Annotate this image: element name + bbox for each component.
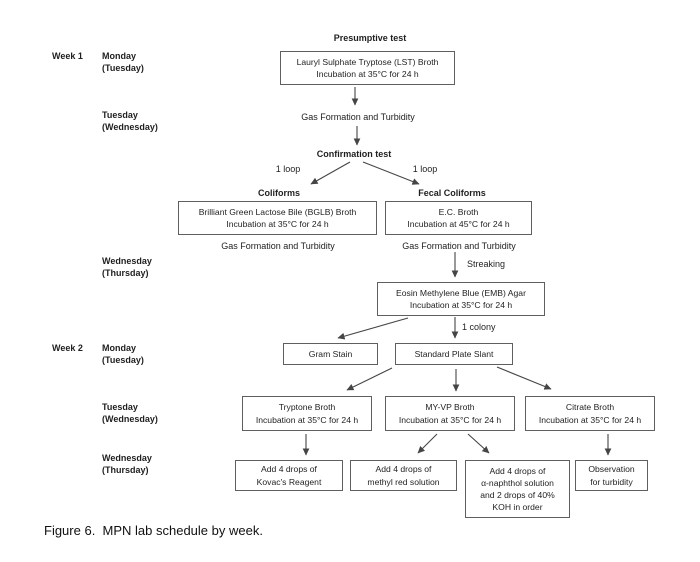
node-tryptone-broth: Tryptone Broth Incubation at 35°C for 24… <box>242 396 372 431</box>
node-text-line: Incubation at 35°C for 24 h <box>538 414 642 425</box>
node-ec-broth: E.C. Broth Incubation at 45°C for 24 h <box>385 201 532 235</box>
day-label: Wednesday(Thursday) <box>102 453 152 476</box>
label-streaking: Streaking <box>467 259 506 269</box>
alt-day-name: (Tuesday) <box>102 354 144 365</box>
day-label: Wednesday(Thursday) <box>102 256 152 279</box>
node-bglb-broth: Brilliant Green Lactose Bile (BGLB) Brot… <box>178 201 377 235</box>
alt-day-name: (Wednesday) <box>102 121 158 132</box>
label-one-colony: 1 colony <box>462 322 496 332</box>
node-text-line: Lauryl Sulphate Tryptose (LST) Broth <box>296 56 439 67</box>
node-observation-turbidity: Observation for turbidity <box>575 460 648 491</box>
label-gas-formation-left: Gas Formation and Turbidity <box>221 241 335 251</box>
node-citrate-broth: Citrate Broth Incubation at 35°C for 24 … <box>525 396 655 431</box>
label-gas-formation-top: Gas Formation and Turbidity <box>301 112 415 122</box>
arrow-confirmation-to-fecal <box>362 161 420 185</box>
node-gram-stain: Gram Stain <box>283 343 378 365</box>
arrow-myvp-to-methyl <box>417 433 438 454</box>
node-text-line: Standard Plate Slant <box>414 348 494 359</box>
node-text-line: methyl red solution <box>367 476 440 487</box>
day-label: Tuesday(Wednesday) <box>102 110 158 133</box>
arrow-std-to-tryptone <box>346 367 393 391</box>
node-text-line: and 2 drops of 40% <box>480 490 555 500</box>
node-myvp-broth: MY-VP Broth Incubation at 35°C for 24 h <box>385 396 515 431</box>
node-lst-broth: Lauryl Sulphate Tryptose (LST) Broth Inc… <box>280 51 455 85</box>
node-text-line: Add 4 drops of <box>375 464 432 475</box>
heading-presumptive-test: Presumptive test <box>333 33 407 43</box>
label-gas-formation-right: Gas Formation and Turbidity <box>402 241 516 251</box>
node-text-line: Citrate Broth <box>565 402 615 413</box>
arrow-myvp-to-naphthol <box>467 433 490 454</box>
day-label: Monday(Tuesday) <box>102 51 144 74</box>
figure-caption: Figure 6. MPN lab schedule by week. <box>44 523 263 538</box>
day-name: Wednesday <box>102 453 152 463</box>
node-text-line: Eosin Methylene Blue (EMB) Agar <box>396 287 526 298</box>
day-label: Monday(Tuesday) <box>102 343 144 366</box>
heading-coliforms: Coliforms <box>257 188 301 198</box>
node-text-line: Add 4 drops of <box>261 464 317 475</box>
alt-day-name: (Wednesday) <box>102 413 158 424</box>
label-one-loop-right: 1 loop <box>412 164 438 174</box>
alt-day-name: (Thursday) <box>102 267 149 278</box>
week-label: Week 1 <box>52 51 83 61</box>
node-emb-agar: Eosin Methylene Blue (EMB) Agar Incubati… <box>377 282 545 316</box>
node-text-line: Brilliant Green Lactose Bile (BGLB) Brot… <box>198 206 357 217</box>
day-name: Monday <box>102 51 137 61</box>
heading-fecal-coliforms: Fecal Coliforms <box>418 188 486 198</box>
day-name: Wednesday <box>102 256 152 266</box>
node-text-line: Incubation at 35°C for 24 h <box>409 300 513 310</box>
node-text-line: Observation <box>588 464 635 475</box>
day-name: Tuesday <box>102 402 138 412</box>
node-text-line: Incubation at 35°C for 24 h <box>255 414 359 425</box>
node-naphthol-koh: Add 4 drops of α-naphthol solution and 2… <box>465 460 570 518</box>
node-text-line: Gram Stain <box>308 348 353 359</box>
label-one-loop-left: 1 loop <box>275 164 301 174</box>
day-label: Tuesday(Wednesday) <box>102 402 158 425</box>
node-text-line: for turbidity <box>590 476 633 487</box>
node-text-line: α-naphthol solution <box>481 477 554 488</box>
day-name: Monday <box>102 343 137 353</box>
node-text-line: Incubation at 35°C for 24 h <box>398 414 502 425</box>
node-kovacs-reagent: Add 4 drops of Kovac's Reagent <box>235 460 343 491</box>
node-text-line: Incubation at 35°C for 24 h <box>316 69 419 79</box>
node-text-line: MY-VP Broth <box>425 402 475 413</box>
node-text-line: Incubation at 45°C for 24 h <box>407 219 510 229</box>
heading-confirmation-test: Confirmation test <box>316 149 392 159</box>
day-name: Tuesday <box>102 110 138 120</box>
week-label: Week 2 <box>52 343 83 353</box>
node-text-line: Kovac's Reagent <box>256 476 322 487</box>
node-text-line: Add 4 drops of <box>489 465 546 476</box>
node-text-line: E.C. Broth <box>438 206 479 217</box>
arrow-emb-to-gram <box>337 317 409 340</box>
node-methyl-red: Add 4 drops of methyl red solution <box>350 460 457 491</box>
arrow-std-to-citrate <box>496 366 552 390</box>
node-standard-plate-slant: Standard Plate Slant <box>395 343 513 365</box>
node-text-line: Tryptone Broth <box>278 402 336 413</box>
node-text-line: KOH in order <box>492 502 543 513</box>
arrow-confirmation-to-coliforms <box>310 161 351 185</box>
alt-day-name: (Thursday) <box>102 464 149 475</box>
alt-day-name: (Tuesday) <box>102 62 144 73</box>
node-text-line: Incubation at 35°C for 24 h <box>226 219 329 229</box>
